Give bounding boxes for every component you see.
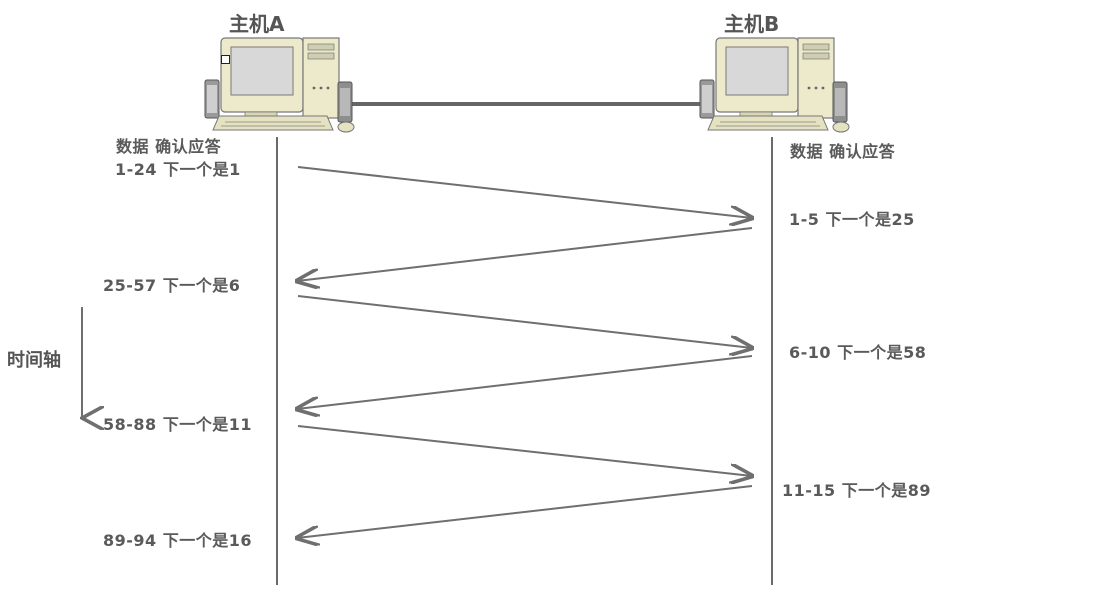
host-a-row-3: 58-88 下一个是11 [103, 415, 253, 434]
host-a-row-4: 89-94 下一个是16 [103, 531, 253, 550]
arrow-b-to-a-2 [297, 355, 753, 409]
selection-handle-icon [221, 55, 230, 64]
host-a-computer-icon [204, 37, 355, 133]
host-b-row-1: 1-5 下一个是25 [789, 210, 915, 229]
host-b-computer-icon [699, 37, 850, 133]
arrow-b-to-a-1 [297, 227, 753, 281]
arrow-a-to-b-1 [297, 166, 752, 218]
host-b-row-2: 6-10 下一个是58 [789, 343, 927, 362]
host-a-column-header: 数据 确认应答 [116, 137, 222, 156]
host-a-row-2: 25-57 下一个是6 [103, 276, 241, 295]
host-a-title: 主机A [229, 12, 285, 36]
host-b-title: 主机B [724, 12, 780, 36]
arrow-b-to-a-3 [297, 485, 753, 538]
host-b-column-header: 数据 确认应答 [790, 142, 896, 161]
host-b-row-3: 11-15 下一个是89 [782, 481, 932, 500]
arrow-a-to-b-2 [297, 295, 752, 348]
arrow-a-to-b-3 [297, 425, 752, 476]
host-a-row-1: 1-24 下一个是1 [115, 160, 241, 179]
time-axis-label: 时间轴 [7, 350, 61, 371]
